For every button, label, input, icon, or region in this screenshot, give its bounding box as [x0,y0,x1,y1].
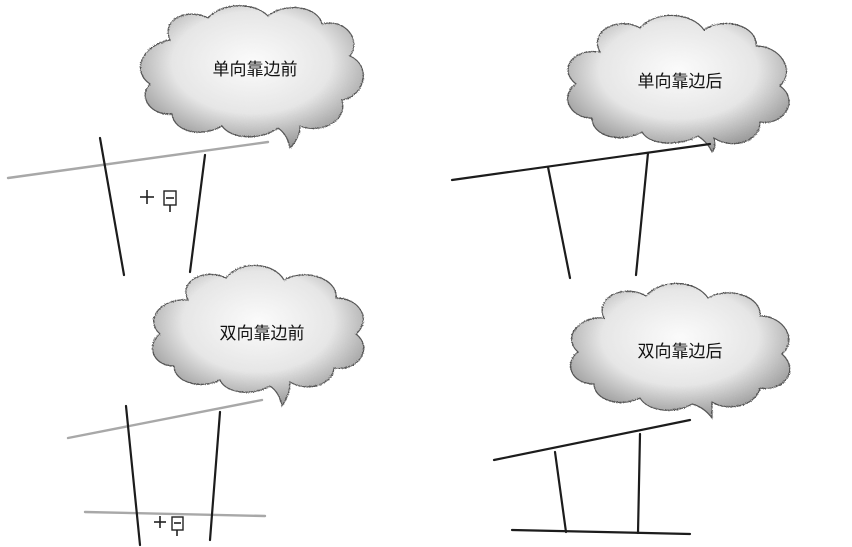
caption-two-way-before: 双向靠边前 [220,324,305,344]
cloud-callout [151,264,365,408]
dark-line-right [636,432,642,535]
boundary-line-bottom [510,528,692,536]
pick-cursor-icon [154,516,184,536]
panel-one-way-before: 单向靠边前 [6,5,364,277]
caption-two-way-after: 双向靠边后 [638,342,723,362]
dark-line-right [634,151,650,277]
pick-cursor-icon [140,190,177,212]
boundary-line [450,142,712,182]
dark-line-right [188,153,207,274]
cloud-callout [567,14,790,154]
caption-one-way-before: 单向靠边前 [213,60,298,80]
dark-line-right [208,410,222,542]
dark-line-left [98,136,126,277]
panel-two-way-after: 双向靠边后 [492,282,791,536]
dark-line-left [546,165,572,280]
panel-one-way-after: 单向靠边后 [450,14,790,280]
gray-boundary-line-bottom [83,510,267,518]
gray-boundary-line [6,140,270,180]
panel-two-way-before: 双向靠边前 [66,264,365,547]
boundary-line-top [492,418,692,462]
cloud-callout [569,282,791,420]
cloud-callout [139,5,364,150]
dark-line-left [553,450,568,534]
caption-one-way-after: 单向靠边后 [638,72,723,92]
gray-boundary-line-top [66,398,264,440]
dark-line-left [124,404,142,547]
